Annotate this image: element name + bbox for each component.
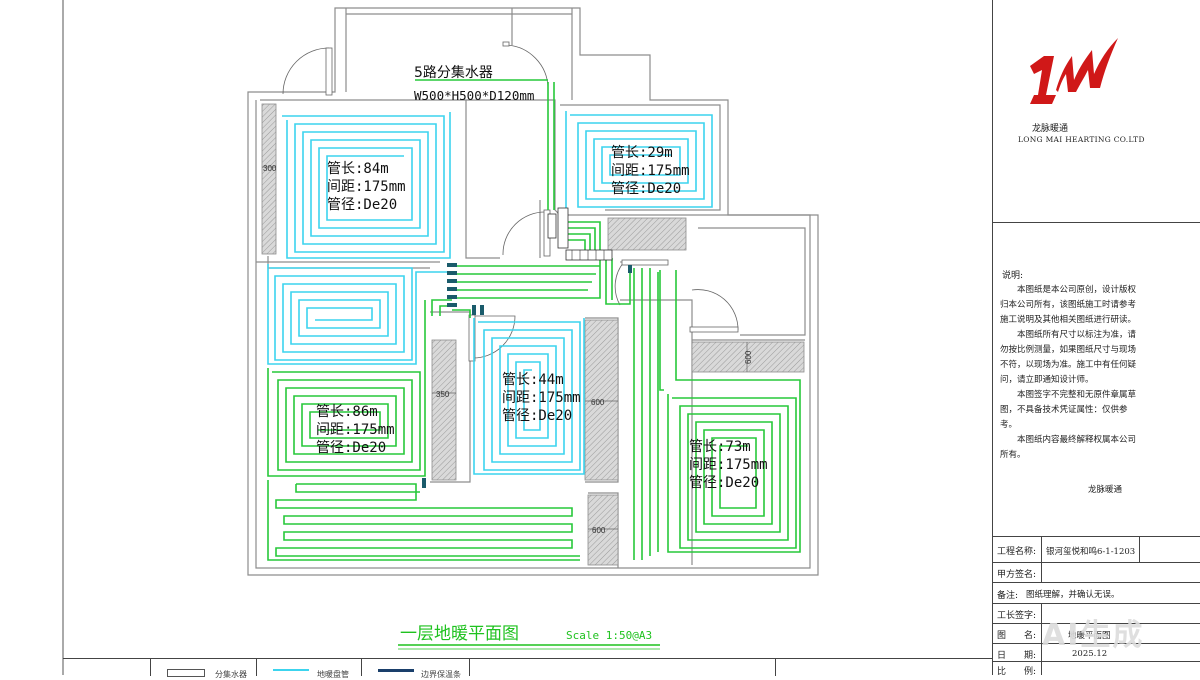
legend-swatch-insulation [378, 669, 414, 672]
legend-sep-5 [775, 659, 776, 676]
tb-divider-client [993, 562, 1200, 563]
tb-col-divider-1 [1041, 536, 1042, 582]
manifold[interactable] [547, 207, 613, 261]
note-4: 本图纸内容最终解释权属本公司所有。 [1000, 435, 1137, 460]
tb-col-divider-2 [1041, 603, 1042, 675]
date-label: 日 期: [997, 651, 1037, 661]
loop-label-73: 管长:73m 间距:175mm 管径:De20 [689, 439, 768, 491]
date-value: 2025.12 [1072, 649, 1108, 659]
svg-text:间距:175mm: 间距:175mm [611, 163, 690, 179]
designer-signature: 龙脉暖通 [1088, 485, 1123, 495]
svg-text:管长:29m: 管长:29m [611, 145, 673, 161]
foreman-label: 工长签字: [997, 611, 1037, 621]
loop-label-84: 管长:84m 间距:175mm 管径:De20 [327, 161, 406, 213]
notes: 本图纸是本公司原创，设计版权归本公司所有，该图纸施工时请参考施工说明及其他相关图… [1000, 283, 1140, 463]
ai-watermark: AI生成 [1042, 618, 1145, 653]
title-block [992, 0, 1200, 675]
legend-sep-3 [361, 659, 362, 676]
dim-600-a: 600 [591, 398, 605, 407]
svg-text:管长:44m: 管长:44m [502, 372, 564, 388]
note-1: 本图纸是本公司原创，设计版权归本公司所有，该图纸施工时请参考施工说明及其他相关图… [1000, 285, 1137, 325]
tb-divider-date [993, 643, 1200, 644]
drawing-name-label: 图 名: [997, 631, 1037, 641]
company-logo [1030, 38, 1118, 104]
loop-label-44: 管长:44m 间距:175mm 管径:De20 [502, 372, 581, 424]
tb-divider-name [993, 623, 1200, 624]
svg-text:管径:De20: 管径:De20 [689, 475, 759, 491]
company-name-en: LONG MAI HEARTING CO.LTD [1018, 135, 1145, 144]
dim-350: 350 [436, 390, 450, 399]
drawing-scale: Scale 1:50@A3 [566, 629, 652, 642]
tb-divider-remark [993, 582, 1200, 583]
remark-label: 备注: [997, 591, 1019, 601]
loop-label-29: 管长:29m 间距:175mm 管径:De20 [611, 145, 690, 197]
svg-text:管径:De20: 管径:De20 [316, 440, 386, 456]
loop-label-86: 管长:86m 间距:175mm 管径:De20 [316, 404, 395, 456]
manifold-size: W500*H500*D120mm [414, 88, 534, 103]
legend-swatch-pipe [273, 669, 309, 671]
ratio-label: 比 例: [997, 667, 1037, 677]
dim-600-b: 600 [592, 526, 606, 535]
legend-swatch-manifold [167, 669, 205, 677]
legend-sep-1 [150, 659, 151, 676]
svg-text:管径:De20: 管径:De20 [502, 408, 572, 424]
drawing-title: 一层地暖平面图 [400, 624, 519, 644]
svg-text:管径:De20: 管径:De20 [327, 197, 397, 213]
svg-text:管长:73m: 管长:73m [689, 439, 751, 455]
hatched-walls [261, 103, 805, 566]
svg-text:间距:175mm: 间距:175mm [502, 390, 581, 406]
dim-300: 300 [263, 164, 277, 173]
legend-sep-2 [256, 659, 257, 676]
heating-loops-green [267, 79, 801, 561]
client-signature-label: 甲方签名: [997, 570, 1037, 580]
dimension-marks [262, 166, 748, 530]
remark-value: 图纸理解，并确认无误。 [1026, 590, 1120, 600]
notes-title: 说明: [1002, 271, 1024, 281]
svg-text:管长:84m: 管长:84m [327, 161, 389, 177]
svg-text:间距:175mm: 间距:175mm [316, 422, 395, 438]
manifold-title: 5路分集水器 [414, 64, 493, 81]
wall-outlines [247, 7, 819, 576]
tb-divider-notes [993, 536, 1200, 537]
project-label: 工程名称: [997, 547, 1037, 557]
tb-divider-ratio [993, 661, 1200, 662]
legend-strip: 分集水器 地暖盘管 边界保温条 [63, 658, 992, 679]
svg-text:管长:86m: 管长:86m [316, 404, 378, 420]
svg-text:间距:175mm: 间距:175mm [689, 457, 768, 473]
svg-text:管径:De20: 管径:De20 [611, 181, 681, 197]
tb-divider-logo [993, 222, 1200, 223]
drawing-name-value: 地暖平面图 [1068, 631, 1111, 641]
tb-col-divider-3 [1139, 536, 1140, 562]
note-3: 本图签字不完整和无原件章属草图，不具备技术凭证属性：仅供参考。 [1000, 390, 1137, 430]
heating-loops-cyan [267, 111, 713, 475]
legend-sep-4 [469, 659, 470, 676]
pipe-fittings [422, 263, 632, 488]
note-2: 本图纸所有尺寸以标注为准，请勿按比例测量，如果图纸尺寸与现场不符，以现场为准。施… [1000, 330, 1137, 385]
svg-text:间距:175mm: 间距:175mm [327, 179, 406, 195]
dim-600-c: 600 [744, 350, 753, 364]
tb-divider-foreman [993, 603, 1200, 604]
company-name-cn: 龙脉暖通 [1032, 124, 1069, 134]
project-value: 银河玺悦和鸣6-1-1203 [1046, 547, 1136, 557]
